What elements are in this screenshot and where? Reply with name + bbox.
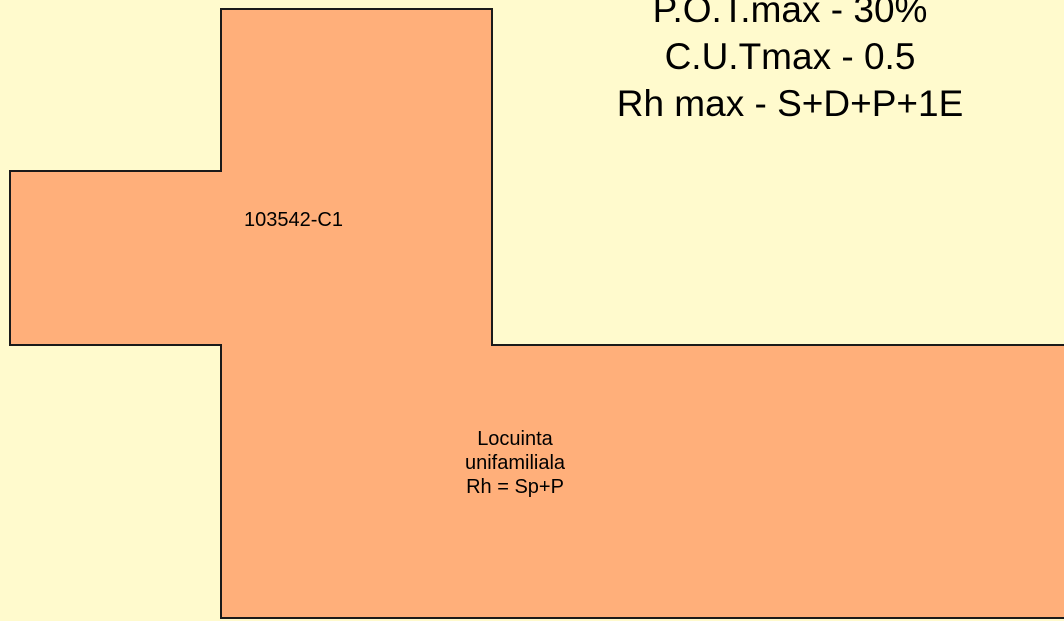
parcel-id-label: 103542-C1 bbox=[244, 209, 343, 231]
parcel-polygon[interactable] bbox=[9, 8, 1064, 619]
pot-max-text: P.O.T.max - 30% bbox=[652, 0, 928, 30]
urban-regulations-block: P.O.T.max - 30% C.U.Tmax - 0.5 Rh max - … bbox=[530, 0, 1050, 127]
building-height-regime: Rh = Sp+P bbox=[466, 476, 564, 498]
cut-max-text: C.U.Tmax - 0.5 bbox=[664, 36, 916, 77]
building-type-line1: Locuinta bbox=[477, 428, 553, 450]
building-type-line2: unifamiliala bbox=[464, 452, 566, 474]
rh-max-text: Rh max - S+D+P+1E bbox=[616, 83, 964, 124]
building-label: Locuinta unifamiliala Rh = Sp+P bbox=[440, 427, 590, 499]
